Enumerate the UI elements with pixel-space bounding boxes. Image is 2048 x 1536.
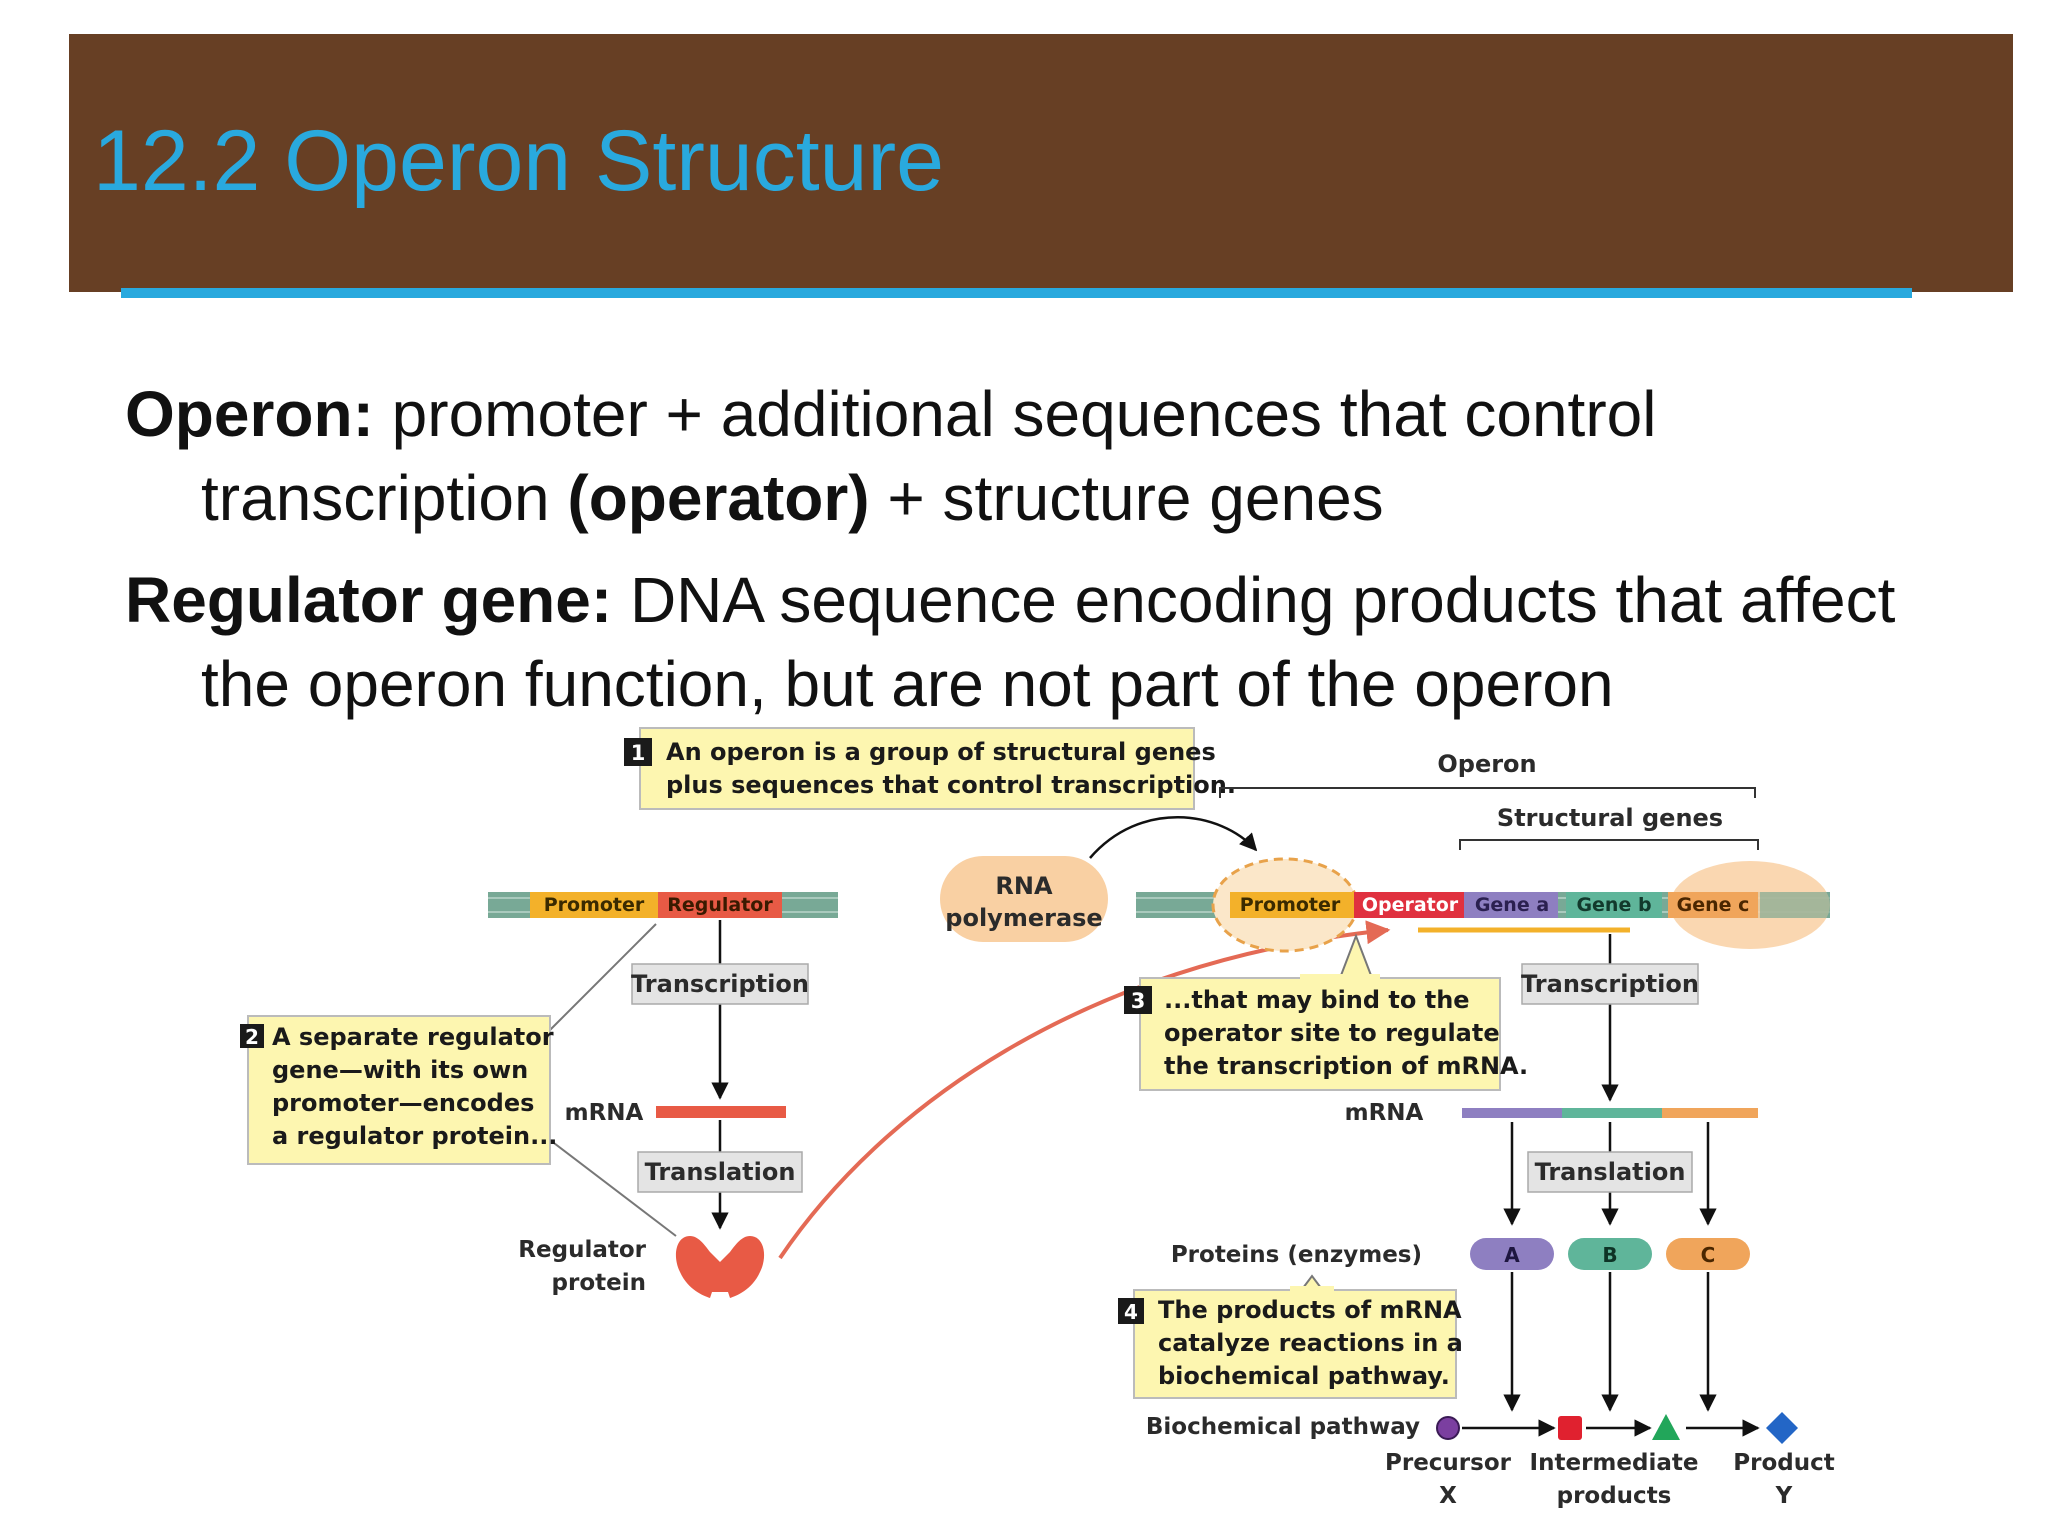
regulator-protein-label: Regulator [518, 1237, 646, 1263]
regulator-label: Regulator [667, 894, 773, 916]
mrna-label-right: mRNA [1345, 1100, 1424, 1126]
regulator-mrna [656, 1106, 786, 1118]
gene-a-label: Gene a [1475, 894, 1549, 916]
protein-a-label: A [1504, 1243, 1520, 1267]
callout-text: the transcription of mRNA. [1164, 1052, 1528, 1080]
title-bar: 12.2 Operon Structure [69, 34, 2013, 292]
transcription-box-right: Transcription [1521, 963, 1699, 1005]
protein-c-label: C [1701, 1243, 1716, 1267]
regulator-protein-shape [675, 1236, 765, 1298]
protein-c: C [1666, 1238, 1750, 1270]
callout-text: A separate regulator [272, 1023, 554, 1051]
bullet-text: DNA sequence encoding products that affe… [201, 564, 1896, 720]
regulator-binding-arrow [778, 920, 1391, 1260]
rna-polymerase-label: polymerase [945, 904, 1102, 932]
polycistronic-mrna [1462, 1108, 1758, 1118]
callout-3: 3 ...that may bind to the operator site … [1124, 933, 1528, 1091]
bullet-list: Operon: promoter + additional sequences … [125, 372, 1985, 744]
bullet-text: promoter + additional sequences that con… [201, 378, 1657, 534]
protein-a: A [1470, 1238, 1554, 1270]
callout-text: a regulator protein... [272, 1122, 557, 1150]
gene-b-segment [1566, 892, 1662, 918]
polymerase-binding-arrow [1089, 816, 1258, 859]
precursor-label: X [1439, 1483, 1457, 1509]
gene-c-label: Gene c [1677, 894, 1750, 916]
callout-text: biochemical pathway. [1158, 1362, 1450, 1390]
callout-2: 2 A separate regulator gene—with its own… [240, 923, 677, 1237]
transcription-label: Transcription [631, 970, 809, 998]
bullet-term: Operon: [125, 378, 374, 450]
gene-a-segment [1464, 892, 1558, 918]
precursor-circle [1436, 1416, 1460, 1440]
rna-polymerase-label: RNA [995, 872, 1053, 900]
biochemical-pathway-label: Biochemical pathway [1146, 1414, 1420, 1440]
gene-c-segment [1668, 892, 1758, 918]
product-label: Product [1733, 1450, 1834, 1476]
callout-number: 4 [1124, 1300, 1138, 1324]
callout-text: The products of mRNA [1158, 1296, 1462, 1324]
translation-box-left: Translation [637, 1151, 803, 1193]
callout-text: promoter—encodes [272, 1089, 534, 1117]
promoter-label: Promoter [544, 894, 645, 916]
bullet-regulator-gene: Regulator gene: DNA sequence encoding pr… [125, 558, 1985, 726]
operon-dna: Promoter Operator Gene a Gene b Gene c [1136, 857, 1830, 953]
callout-text: plus sequences that control transcriptio… [666, 771, 1236, 799]
structural-genes-label: Structural genes [1497, 804, 1723, 832]
regulator-gene-segment [658, 892, 782, 918]
callout-text: An operon is a group of structural genes [666, 738, 1216, 766]
callout-text: catalyze reactions in a [1158, 1329, 1463, 1357]
callout-number: 2 [245, 1025, 259, 1049]
protein-b: B [1568, 1238, 1652, 1270]
callout-4: 4 The products of mRNA catalyze reaction… [1118, 1274, 1463, 1399]
bullet-text: + structure genes [869, 462, 1384, 534]
product-label: Y [1775, 1483, 1793, 1509]
product-diamond [1766, 1412, 1798, 1444]
callout-text: operator site to regulate [1164, 1019, 1500, 1047]
intermediate-triangle [1652, 1414, 1680, 1440]
intermediate-label: Intermediate [1530, 1450, 1699, 1476]
transcription-box-left: Transcription [631, 963, 809, 1005]
callout-number: 1 [631, 741, 646, 765]
translation-box-right: Translation [1527, 1151, 1693, 1193]
operator-segment [1354, 892, 1464, 918]
structural-genes-bracket: Structural genes [1459, 804, 1759, 850]
title-underline [121, 288, 1912, 298]
regulator-protein-label: protein [552, 1270, 646, 1296]
gene-b-label: Gene b [1576, 894, 1651, 916]
protein-b-label: B [1602, 1243, 1617, 1267]
translation-label: Translation [645, 1158, 796, 1186]
callout-text: gene—with its own [272, 1056, 528, 1084]
callout-text: ...that may bind to the [1164, 986, 1470, 1014]
rna-polymerase: RNA polymerase [940, 856, 1108, 942]
operon-bracket: Operon [1219, 750, 1756, 798]
regulator-promoter-segment [530, 892, 658, 918]
translation-label: Translation [1535, 1158, 1686, 1186]
bullet-operon: Operon: promoter + additional sequences … [125, 372, 1985, 540]
intermediate-label: products [1557, 1483, 1672, 1509]
callout-number: 3 [1131, 989, 1146, 1013]
operator-label: Operator [1362, 894, 1459, 916]
proteins-label: Proteins (enzymes) [1171, 1242, 1422, 1268]
intermediate-square [1558, 1416, 1582, 1440]
callout-1: 1 An operon is a group of structural gen… [624, 727, 1236, 810]
operon-promoter-segment [1230, 892, 1358, 918]
transcription-label: Transcription [1521, 970, 1699, 998]
page-title: 12.2 Operon Structure [93, 113, 944, 209]
regulator-dna: Promoter Regulator [488, 892, 838, 918]
mrna-label-left: mRNA [565, 1100, 644, 1126]
bullet-term: Regulator gene: [125, 564, 613, 636]
promoter-label: Promoter [1240, 894, 1341, 916]
bullet-emphasis: (operator) [567, 462, 870, 534]
operon-label: Operon [1437, 750, 1536, 778]
precursor-label: Precursor [1385, 1450, 1512, 1476]
